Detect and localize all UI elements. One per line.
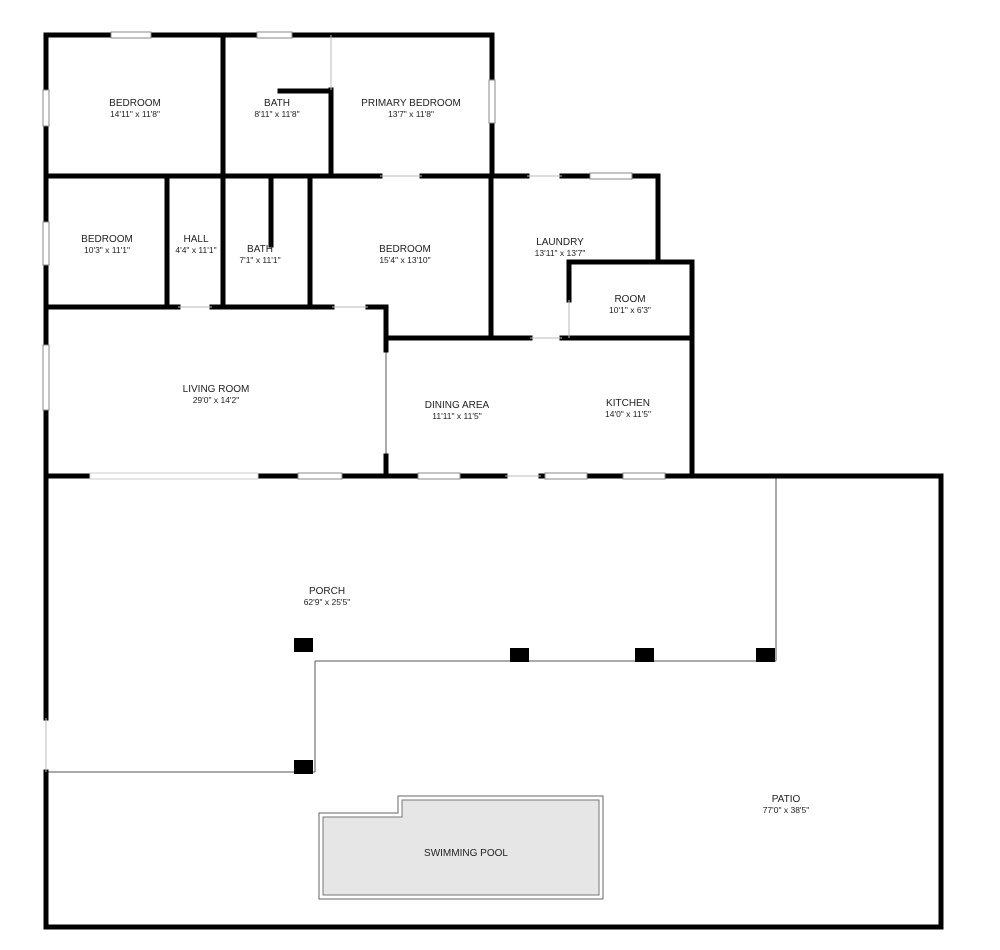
- room-dimensions: 77'0" x 38'5": [763, 805, 810, 815]
- thin-walls: [46, 350, 777, 773]
- room-bath-2[interactable]: BATH 7'1" x 11'1": [239, 244, 280, 265]
- room-bedroom-3[interactable]: BEDROOM 15'4" x 13'10": [379, 244, 431, 265]
- room-dimensions: 10'3" x 11'1": [84, 245, 130, 255]
- room-hall[interactable]: HALL 4'4" x 11'1": [175, 234, 216, 255]
- room-porch[interactable]: PORCH 62'9" x 25'5": [304, 586, 351, 607]
- room-dimensions: 13'11" x 13'7": [535, 248, 586, 258]
- room-primary-bedroom[interactable]: PRIMARY BEDROOM 13'7" x 11'8": [361, 98, 461, 119]
- room-laundry[interactable]: LAUNDRY 13'11" x 13'7": [535, 237, 586, 258]
- walls: [43, 32, 944, 930]
- door-openings: [45, 35, 570, 772]
- room-name: BATH: [247, 244, 273, 255]
- room-dimensions: 10'1" x 6'3": [609, 305, 651, 315]
- room-dimensions: 13'7" x 11'8": [388, 109, 434, 119]
- room-dining-area[interactable]: DINING AREA 11'11" x 11'5": [425, 400, 490, 421]
- room-dimensions: 11'11" x 11'5": [432, 411, 481, 421]
- swimming-pool[interactable]: SWIMMING POOL: [318, 795, 604, 900]
- post: [294, 638, 313, 652]
- post: [635, 648, 654, 662]
- room-dimensions: 14'11" x 11'8": [110, 109, 160, 119]
- room-living-room[interactable]: LIVING ROOM 29'0" x 14'2": [183, 384, 250, 405]
- post: [294, 760, 313, 774]
- room-name: ROOM: [614, 294, 645, 305]
- porch-posts: [294, 638, 775, 774]
- room-name: DINING AREA: [425, 400, 490, 411]
- room-bedroom-2[interactable]: BEDROOM 10'3" x 11'1": [81, 234, 133, 255]
- room-bath-1[interactable]: BATH 8'11" x 11'8": [254, 98, 299, 119]
- room-name: HALL: [183, 234, 208, 245]
- room-name: LAUNDRY: [536, 237, 584, 248]
- room-name: BEDROOM: [81, 234, 133, 245]
- room-name: BATH: [264, 98, 290, 109]
- room-name: KITCHEN: [606, 398, 650, 409]
- room-dimensions: 14'0" x 11'5": [605, 409, 651, 419]
- room-name: BEDROOM: [109, 98, 161, 109]
- room-kitchen[interactable]: KITCHEN 14'0" x 11'5": [605, 398, 651, 419]
- room-dimensions: 29'0" x 14'2": [193, 395, 240, 405]
- post: [756, 648, 775, 662]
- room-name: PORCH: [309, 586, 345, 597]
- room-dimensions: 4'4" x 11'1": [175, 245, 216, 255]
- post: [510, 648, 529, 662]
- room-name: BEDROOM: [379, 244, 431, 255]
- pool-label: SWIMMING POOL: [424, 848, 508, 859]
- room-dimensions: 8'11" x 11'8": [254, 109, 299, 119]
- room-room[interactable]: ROOM 10'1" x 6'3": [609, 294, 651, 315]
- room-name: LIVING ROOM: [183, 384, 250, 395]
- room-dimensions: 7'1" x 11'1": [239, 255, 280, 265]
- room-bedroom-1[interactable]: BEDROOM 14'11" x 11'8": [109, 98, 161, 119]
- room-dimensions: 62'9" x 25'5": [304, 597, 351, 607]
- room-name: PRIMARY BEDROOM: [361, 98, 461, 109]
- room-patio[interactable]: PATIO 77'0" x 38'5": [763, 794, 810, 815]
- pool-water: [322, 799, 600, 896]
- room-name: PATIO: [772, 794, 801, 805]
- windows: [42, 31, 666, 480]
- room-dimensions: 15'4" x 13'10": [379, 255, 430, 265]
